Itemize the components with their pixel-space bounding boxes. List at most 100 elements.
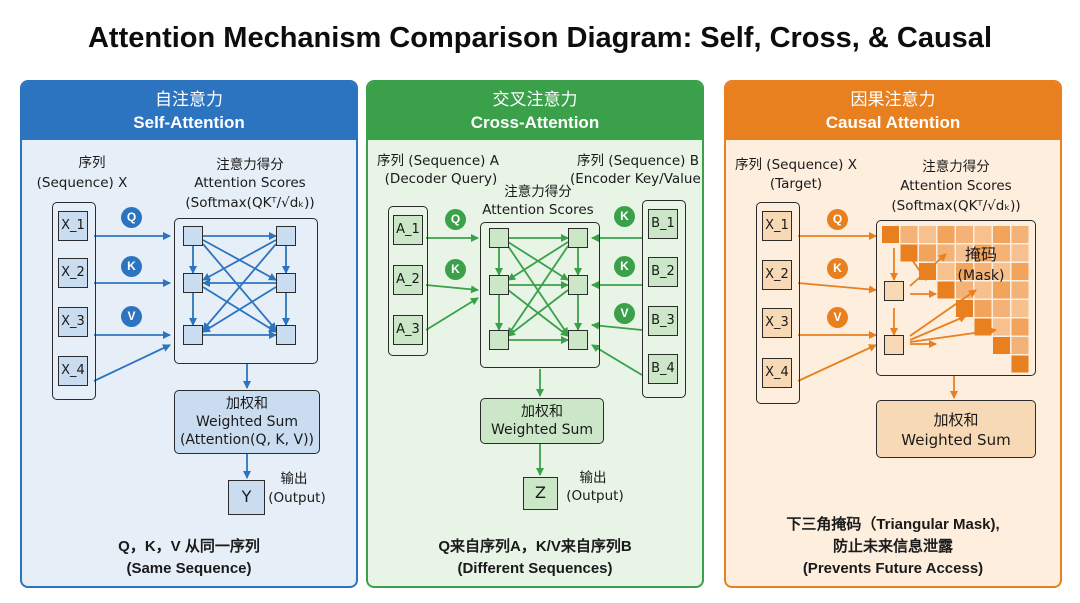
mask-cell (1011, 226, 1029, 243)
mask-cell (993, 337, 1010, 354)
mask-cell (1011, 281, 1029, 299)
cross-token-b2: B_2 (648, 257, 678, 287)
causal-attention-header: 因果注意力 Causal Attention (726, 82, 1060, 140)
causal-header-en: Causal Attention (825, 113, 961, 132)
cross-attention-header: 交叉注意力 Cross-Attention (368, 82, 702, 140)
self-arrows (93, 232, 290, 479)
self-token-x3: X_3 (58, 307, 88, 337)
self-seq-label-en: (Sequence) X (36, 175, 128, 191)
mask-cell (1011, 300, 1029, 317)
self-q-badge: Q (121, 207, 142, 228)
self-attention-header: 自注意力 Self-Attention (22, 82, 356, 140)
cross-token-a3: A_3 (393, 315, 423, 345)
mask-cell (1011, 337, 1029, 354)
cross-arrows (425, 234, 643, 476)
causal-scores-en: Attention Scores (900, 178, 1012, 194)
mask-cell (993, 318, 1010, 336)
mask-cell (974, 281, 992, 299)
causal-scores-cn: 注意力得分 (922, 159, 990, 175)
causal-attention-panel: 因果注意力 Causal Attention (724, 80, 1062, 588)
mask-cell (1011, 244, 1029, 262)
mask-cell (937, 226, 955, 243)
causal-mask-cn: 掩码 (964, 245, 997, 264)
mask-cell (900, 226, 918, 243)
cross-header-cn: 交叉注意力 (492, 90, 578, 110)
self-seq-label-cn: 序列 (78, 155, 106, 171)
mask-cell (993, 300, 1010, 317)
mask-cell (937, 281, 955, 299)
causal-arrows (797, 226, 1029, 399)
cross-token-a1: A_1 (393, 215, 423, 245)
causal-token-x2: X_2 (762, 260, 792, 290)
self-weighted-sum-box: 加权和 Weighted Sum (Attention(Q, K, V)) (174, 390, 320, 454)
self-token-x4: X_4 (58, 356, 88, 386)
cross-token-b3: B_3 (648, 306, 678, 336)
page-title: Attention Mechanism Comparison Diagram: … (87, 22, 992, 54)
self-footer-line2: (Same Sequence) (126, 560, 252, 577)
mask-cell (956, 244, 973, 262)
causal-token-x1: X_1 (762, 211, 792, 241)
self-v-badge: V (121, 306, 142, 327)
self-sequence-box (52, 202, 96, 400)
mask-cell (974, 263, 992, 280)
self-token-x2: X_2 (58, 258, 88, 288)
causal-token-x4: X_4 (762, 358, 792, 388)
causal-wsum-cn: 加权和 (933, 411, 979, 429)
cross-k-badge-b2: K (614, 256, 635, 277)
causal-node (884, 335, 904, 355)
mask-cell (993, 263, 1010, 280)
cross-weighted-sum-box: 加权和 Weighted Sum (480, 398, 604, 444)
mask-cell (956, 300, 973, 317)
self-header-en: Self-Attention (133, 113, 245, 132)
cross-q-badge: Q (445, 209, 466, 230)
mask-cell (1011, 318, 1029, 336)
causal-scores-formula: (Softmax(QKᵀ/√dₖ)) (891, 198, 1021, 214)
cross-output-z: Z (523, 477, 558, 510)
causal-seq-label-2: (Target) (769, 176, 823, 192)
self-node (276, 273, 296, 293)
causal-score-matrix (876, 220, 1036, 376)
cross-seq-b-label-2: (Encoder Key/Value) (569, 171, 704, 187)
cross-node (568, 228, 588, 248)
mask-cell (993, 244, 1010, 262)
mask-cell (974, 226, 992, 243)
mask-cell (956, 263, 973, 280)
causal-node (884, 281, 904, 301)
self-footer-line1: Q，K，V 从同一序列 (118, 538, 260, 555)
self-wsum-formula: (Attention(Q, K, V)) (179, 432, 315, 448)
self-output-cn: 输出 (280, 471, 308, 487)
cross-node (489, 228, 509, 248)
causal-token-x3: X_3 (762, 308, 792, 338)
self-output-en: (Output) (268, 490, 326, 506)
cross-node (568, 275, 588, 295)
cross-seq-a-label-2: (Decoder Query) (384, 171, 498, 187)
mask-cell (956, 226, 973, 243)
cross-header-en: Cross-Attention (470, 113, 600, 132)
cross-footer-line1: Q来自序列A，K/V来自序列B (438, 538, 632, 555)
causal-footer-line2: 防止未来信息泄露 (832, 538, 953, 555)
cross-seq-a-label-1: 序列 (Sequence) A (377, 153, 499, 169)
self-node (183, 226, 203, 246)
causal-footer-line3: (Prevents Future Access) (802, 560, 984, 577)
causal-k-badge: K (827, 258, 848, 279)
self-node (276, 226, 296, 246)
mask-cell (919, 244, 936, 262)
causal-q-badge: Q (827, 209, 848, 230)
cross-footer-line2: (Different Sequences) (457, 560, 613, 577)
self-attention-panel: 自注意力 Self-Attention (20, 80, 358, 588)
causal-header-cn: 因果注意力 (850, 90, 936, 110)
self-scores-formula: (Softmax(QKᵀ/√dₖ)) (185, 195, 315, 211)
cross-v-badge: V (614, 303, 635, 324)
causal-sequence-box (756, 202, 800, 404)
cross-token-b4: B_4 (648, 354, 678, 384)
cross-sequence-a-box (388, 206, 428, 356)
mask-cell (882, 226, 899, 243)
cross-k-badge-a: K (445, 259, 466, 280)
self-header-cn: 自注意力 (155, 90, 223, 110)
cross-attention-panel: 交叉注意力 Cross-Attention (366, 80, 704, 588)
self-wsum-en: Weighted Sum (195, 414, 299, 430)
cross-token-a2: A_2 (393, 265, 423, 295)
causal-wsum-en: Weighted Sum (901, 431, 1011, 449)
causal-footer-line1: 下三角掩码（Triangular Mask), (786, 516, 1000, 533)
mask-cell (937, 263, 955, 280)
